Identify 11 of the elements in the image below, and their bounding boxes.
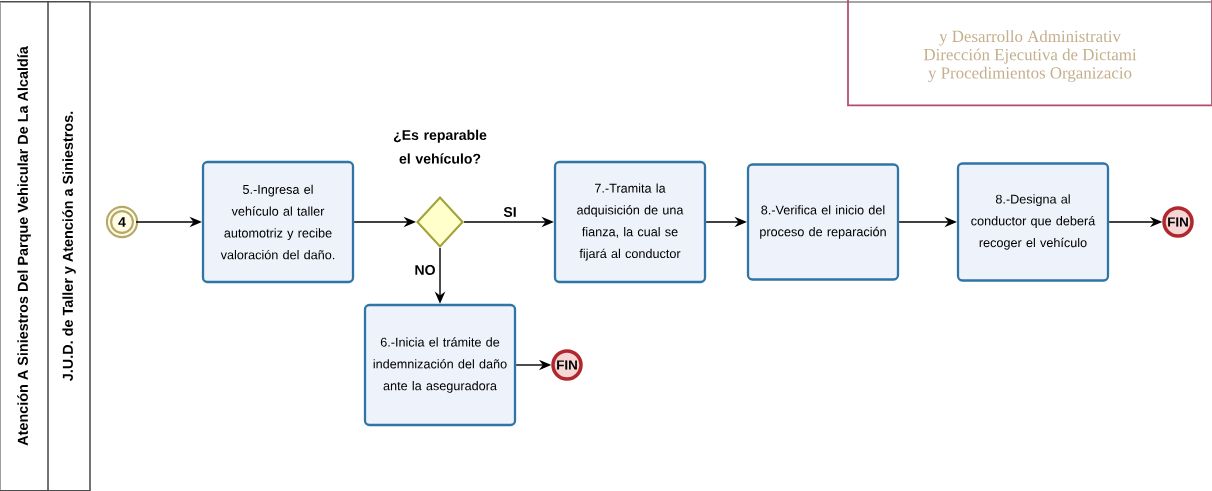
edge-label: NO — [412, 263, 438, 277]
task-box: 5.-Ingresa el vehículo al taller automotriz y recibe valoración del daño. — [201, 160, 355, 284]
task-box: 6.-Inicia el trámite de indemnización del daño ante la aseguradora — [363, 303, 517, 427]
stamp-box: y Desarrollo Administrativ Dirección Ejecutiva de Dictami y Procedimientos Organizacio — [847, 0, 1212, 107]
task-box: 8.-Verifica el inicio del proceso de reparación — [746, 163, 900, 281]
lane-header: J.U.D. de Taller y Atención a Siniestros. — [47, 0, 91, 491]
pool-header: Atención A Siniestros Del Parque Vehicular De La Alcaldía — [0, 0, 49, 491]
task-box: 7.-Tramita la adquisición de una fianza, la cual se fijará al conductor — [553, 160, 707, 284]
node-label: ¿Es reparable el vehículo? — [393, 129, 487, 164]
task-box: 8.-Designa al conductor que deberá recoger el vehículo — [956, 162, 1110, 282]
edge-label: SI — [501, 205, 519, 219]
